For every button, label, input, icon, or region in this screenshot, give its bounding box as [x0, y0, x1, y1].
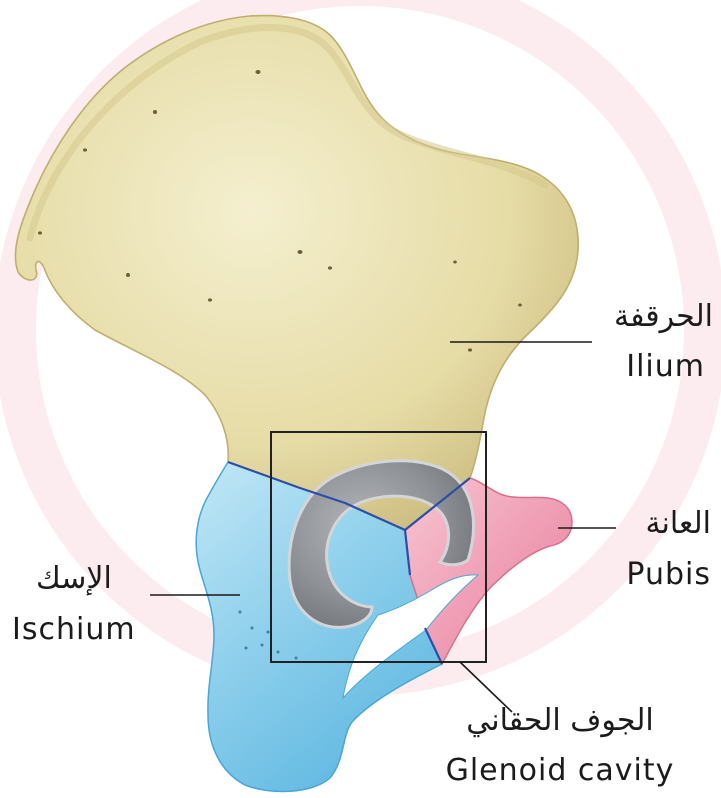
foramen-dot: [277, 651, 280, 654]
foramen-dot: [208, 298, 212, 301]
pubis-label-arabic: العانة: [645, 507, 711, 542]
foramen-dot: [267, 631, 270, 634]
foramen-dot: [126, 273, 130, 277]
foramen-dot: [239, 611, 242, 614]
foramen-dot: [468, 348, 472, 351]
foramen-dot: [251, 627, 254, 630]
foramen-dot: [298, 250, 303, 254]
ischium-label-english: Ischium: [12, 613, 136, 648]
foramen-dot: [38, 231, 42, 234]
ilium-bone: [15, 16, 578, 530]
ilium-label-arabic: الحرقفة: [614, 300, 713, 335]
glenoid-cavity-label-arabic: الجوف الحقاني: [425, 704, 695, 739]
foramen-dot: [261, 644, 264, 647]
foramen-dot: [153, 110, 157, 114]
ilium-label-english: Ilium: [626, 350, 705, 385]
foramen-dot: [83, 148, 87, 151]
foramen-dot: [245, 647, 248, 650]
pubis-label-english: Pubis: [626, 558, 711, 593]
foramen-dot: [328, 266, 332, 269]
glenoid-cavity-label-english: Glenoid cavity: [425, 754, 695, 789]
foramen-dot: [256, 70, 261, 74]
ischium-label-arabic: الإسك: [36, 562, 112, 597]
foramen-dot: [518, 304, 522, 307]
foramen-dot: [453, 261, 457, 264]
foramen-dot: [295, 657, 298, 660]
